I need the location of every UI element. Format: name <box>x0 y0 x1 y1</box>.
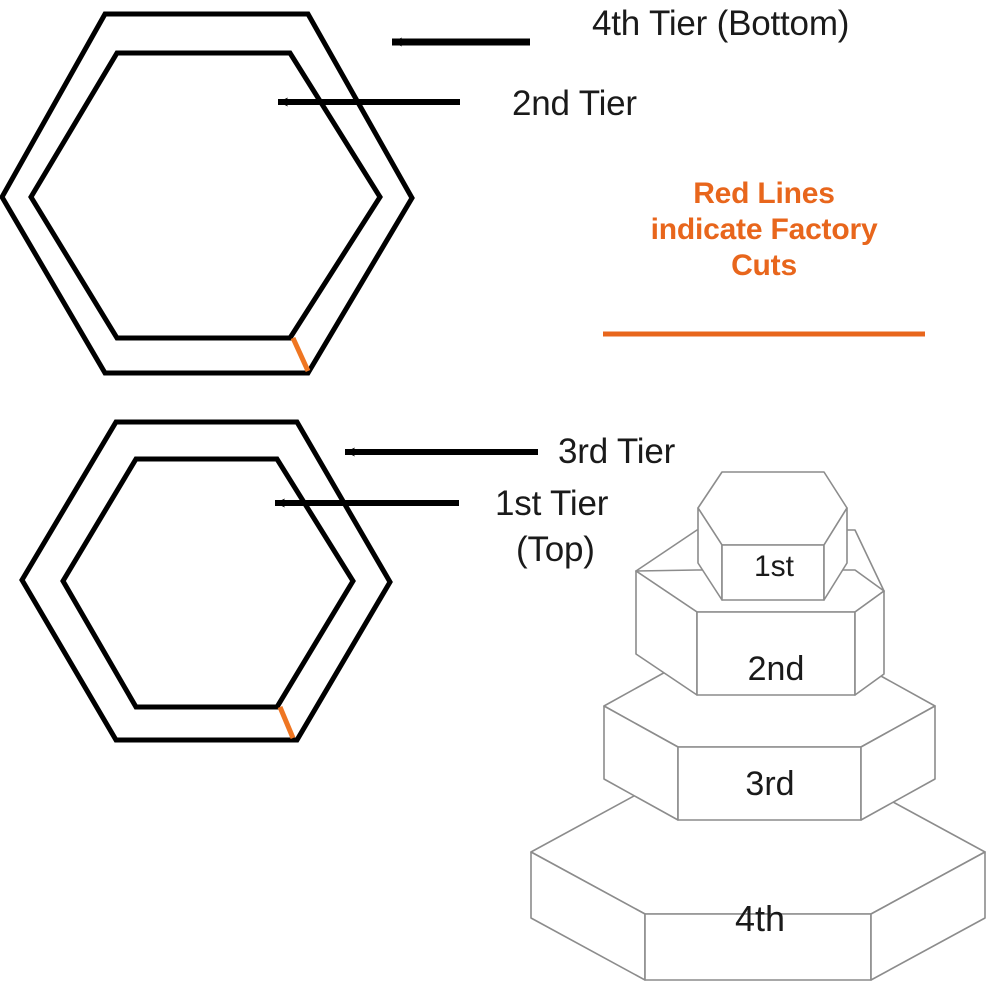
cake-tier-3-side-right <box>860 705 936 821</box>
hexagon-inner-ring-top <box>28 50 383 341</box>
factory-cut-note-line-1: Red Lines <box>693 177 835 210</box>
hexagon-outer-ring-bottom <box>19 419 393 743</box>
hexagon-outer-ring-top <box>0 11 415 376</box>
callout-arrow-4th-tier <box>375 37 530 47</box>
callout-label-3rd-tier: 3rd Tier <box>558 432 676 471</box>
cake-tier-2-label: 2nd <box>747 650 805 688</box>
factory-cut-note: Red Lines indicate Factory Cuts <box>604 176 924 284</box>
hexagon-template-top <box>0 11 415 376</box>
factory-cut-line-top <box>290 336 311 373</box>
cake-tier-3-label: 3rd <box>745 765 795 803</box>
callout-label-4th-tier: 4th Tier (Bottom) <box>592 4 850 43</box>
factory-cut-note-line-2: indicate Factory <box>650 213 878 246</box>
cake-tier-4-side-right <box>870 851 986 981</box>
factory-cut-note-line-3: Cuts <box>731 249 797 282</box>
cake-tier-1-top-face <box>697 471 848 546</box>
cake-tier-1-side-right <box>823 507 848 601</box>
callout-label-1st-tier-line2: (Top) <box>516 530 595 569</box>
callout-arrow-4th-hatch <box>375 38 388 47</box>
hexagon-inner-ring-bottom <box>60 456 356 710</box>
cake-tier-1 <box>697 471 848 601</box>
cake-illustration <box>530 471 986 981</box>
factory-cut-line-bottom <box>277 706 296 739</box>
cake-tier-4-label: 4th <box>734 898 786 939</box>
callout-label-2nd-tier: 2nd Tier <box>512 84 637 123</box>
callout-label-1st-tier-line1: 1st Tier <box>495 484 609 523</box>
hexagon-template-bottom <box>19 419 393 743</box>
cake-tier-2-side-right <box>854 590 885 696</box>
cake-tier-1-label: 1st <box>753 550 795 583</box>
cake-tier-4 <box>530 789 986 981</box>
